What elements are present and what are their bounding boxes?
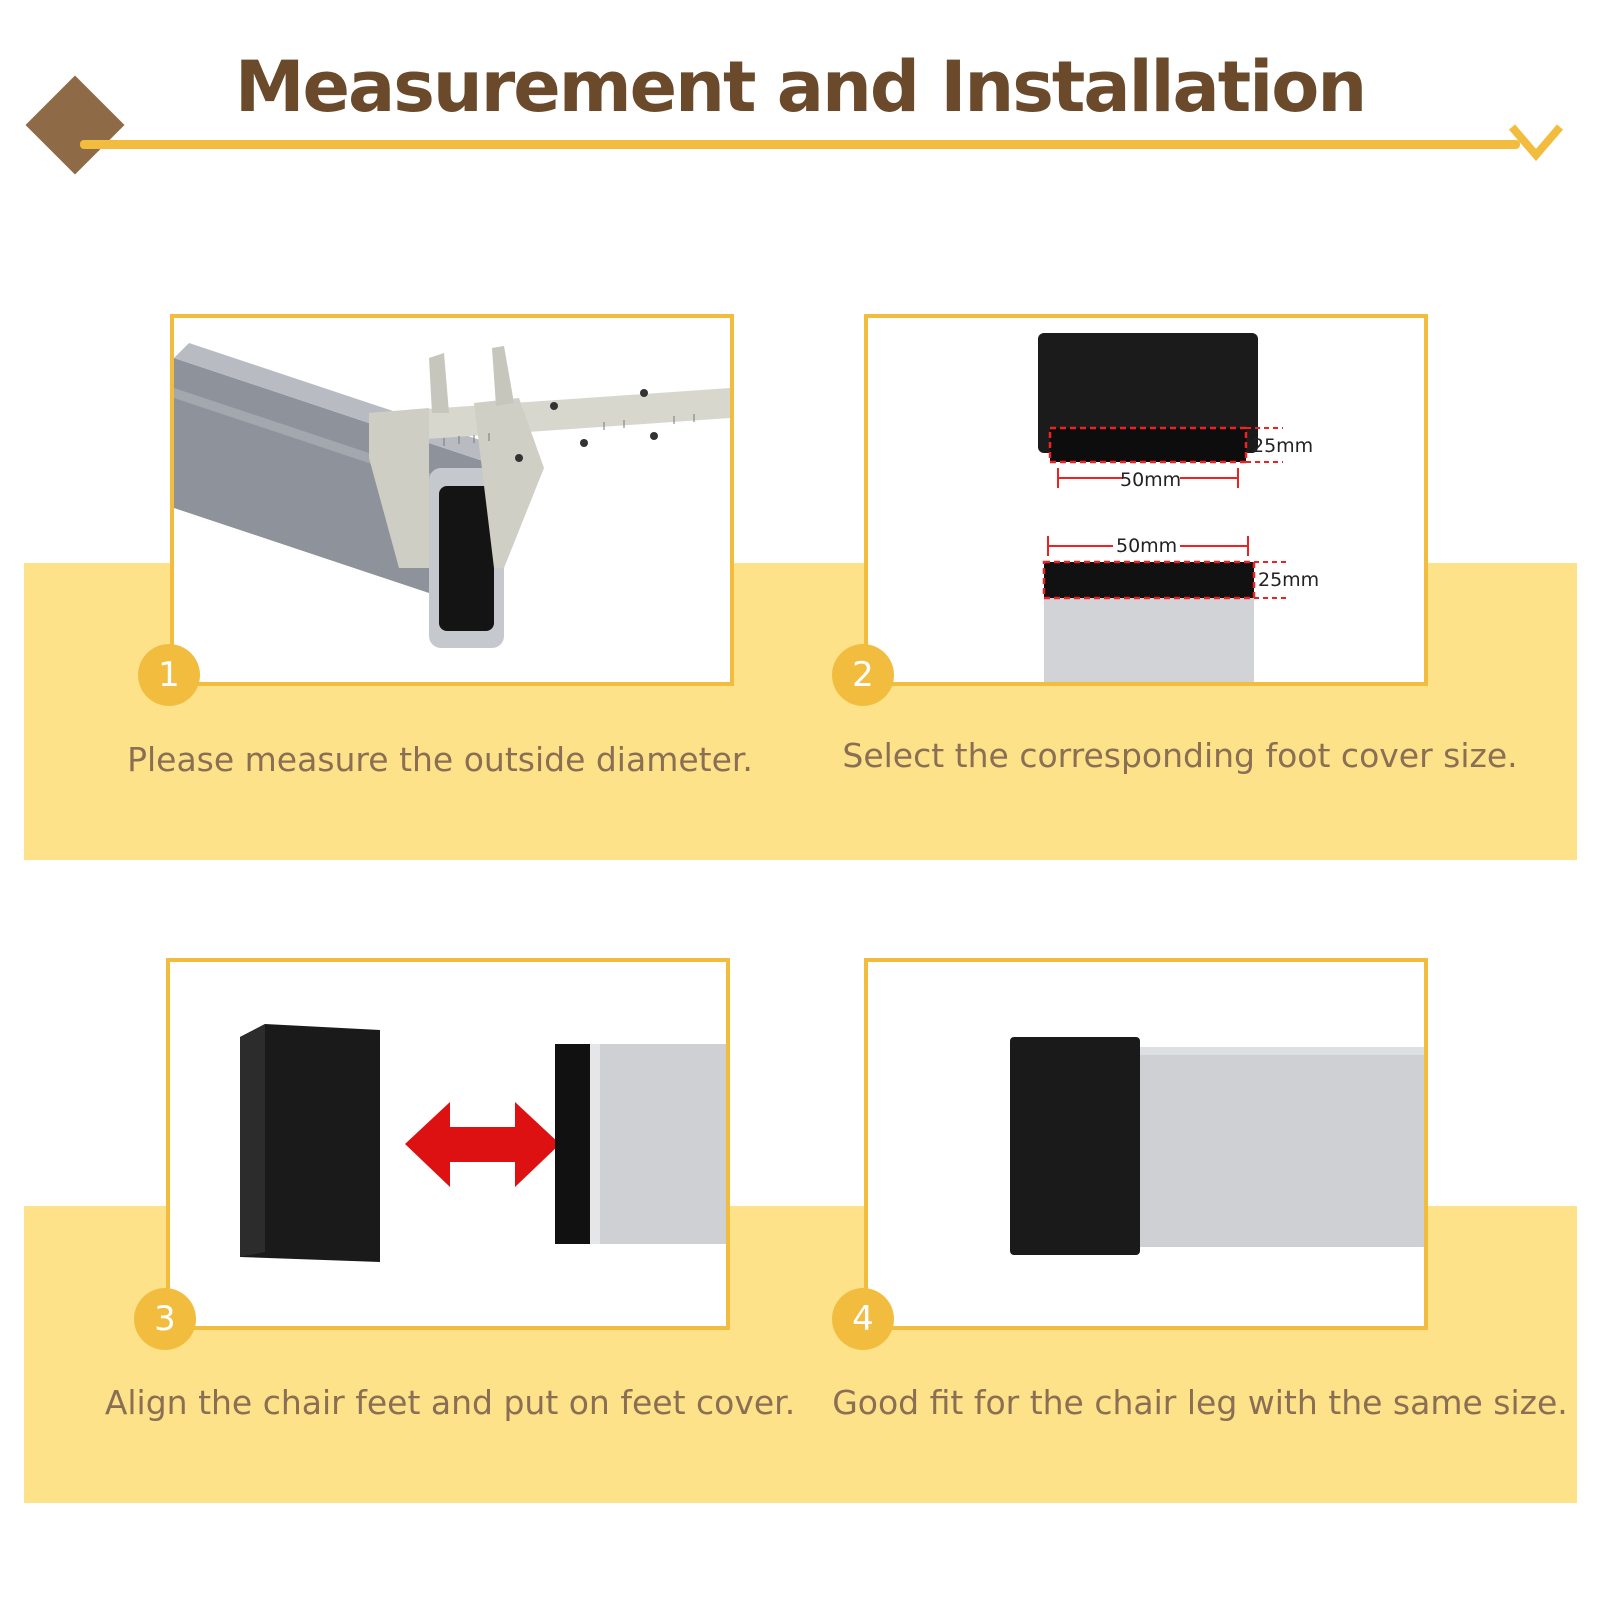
foot-cover-size-diagram: 25mm 50mm 50mm 25mm [1038,333,1319,682]
step-3-caption: Align the chair feet and put on feet cov… [104,1383,796,1422]
tube-width-label: 50mm [1116,535,1177,557]
double-arrow-icon [405,1102,560,1187]
step-1-caption: Please measure the outside diameter. [127,740,753,779]
step-2-image-frame: 25mm 50mm 50mm 25mm [864,314,1428,686]
page-title: Measurement and Installation [234,46,1367,128]
align-cover-arrow-image [240,1024,726,1262]
installed-cover-image [1010,1037,1424,1255]
cap-height-label: 25mm [1252,435,1313,457]
step-1-badge: 1 [138,644,200,706]
title-underline [80,140,1520,149]
cap-width-label: 50mm [1120,469,1181,491]
step-4-image-frame [864,958,1428,1330]
tube-height-label: 25mm [1258,569,1319,591]
step-3-badge: 3 [134,1288,196,1350]
step-4-badge: 4 [832,1288,894,1350]
step-1-image-frame [170,314,734,686]
caliper-measuring-tube-image [174,343,730,648]
step-2-caption: Select the corresponding foot cover size… [842,736,1518,775]
step-3-image-frame [166,958,730,1330]
step-2-badge: 2 [832,644,894,706]
chevron-down-icon [1508,124,1564,162]
step-4-caption: Good fit for the chair leg with the same… [832,1383,1568,1422]
